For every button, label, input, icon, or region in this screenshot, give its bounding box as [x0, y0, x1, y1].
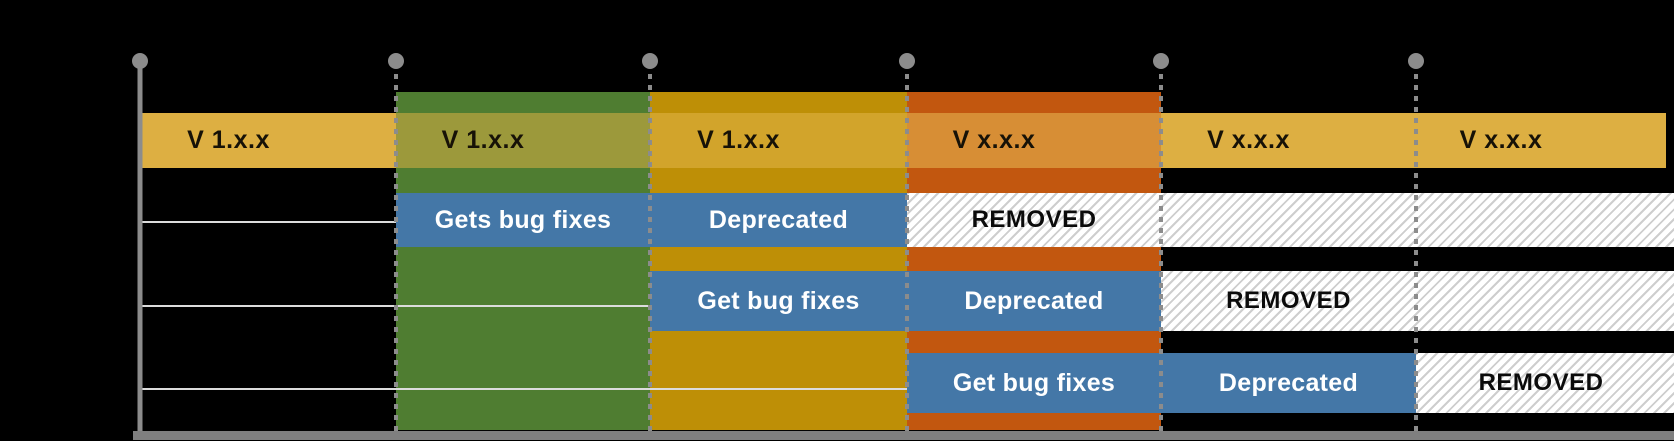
- milestone-2: [376, 53, 416, 441]
- milestone-dot: [132, 53, 148, 69]
- version-bar-segment-5: V x.x.x: [1161, 113, 1416, 168]
- status-bar-deprecated-row1: Deprecated: [650, 193, 907, 247]
- removed-label: REMOVED: [1478, 369, 1604, 396]
- status-label: Gets bug fixes: [434, 205, 612, 234]
- version-bar-segment-3: V 1.x.x: [650, 113, 907, 168]
- milestone-line: [394, 63, 398, 431]
- removed-region-row3: REMOVED: [1416, 353, 1674, 413]
- removed-label: REMOVED: [971, 206, 1097, 233]
- milestone-line: [905, 63, 909, 431]
- removed-label-zone: REMOVED: [1416, 353, 1666, 413]
- milestone-1: [120, 53, 160, 441]
- removed-region-row1: REMOVED: [907, 193, 1674, 247]
- version-label: V x.x.x: [1207, 126, 1290, 154]
- milestone-5: [1141, 53, 1181, 441]
- milestone-line: [648, 63, 652, 431]
- status-label: Deprecated: [708, 205, 849, 234]
- version-label: V x.x.x: [1459, 126, 1543, 154]
- milestone-4: [887, 53, 927, 441]
- milestone-dot: [642, 53, 658, 69]
- version-bar-segment-2: V 1.x.x: [396, 113, 650, 168]
- leader-line-row3: [140, 388, 907, 390]
- leader-line-row1: [140, 221, 396, 223]
- status-bar-deprecated-row2: Deprecated: [907, 271, 1161, 331]
- status-bar-get-bug-fixes-row2: Get bug fixes: [650, 271, 907, 331]
- status-label: Deprecated: [1218, 368, 1359, 397]
- milestone-3: [630, 53, 670, 441]
- removed-label-zone: REMOVED: [1161, 271, 1416, 331]
- milestone-6: [1396, 53, 1436, 441]
- status-bar-gets-bug-fixes-row1: Gets bug fixes: [396, 193, 650, 247]
- milestone-line: [137, 63, 143, 431]
- status-label: Get bug fixes: [697, 286, 860, 315]
- version-label: V x.x.x: [952, 126, 1036, 154]
- version-bar-segment-1: V 1.x.x: [141, 113, 396, 168]
- status-label: Deprecated: [964, 286, 1104, 315]
- removed-label-zone: REMOVED: [907, 193, 1161, 247]
- milestone-dot: [1153, 53, 1169, 69]
- version-label: V 1.x.x: [697, 126, 780, 154]
- timeline-axis: [133, 431, 1674, 440]
- status-bar-get-bug-fixes-row3: Get bug fixes: [907, 353, 1161, 413]
- version-label: V 1.x.x: [441, 126, 525, 154]
- version-bar-segment-4: V x.x.x: [907, 113, 1161, 168]
- milestone-line: [1159, 63, 1163, 431]
- status-bar-deprecated-row3: Deprecated: [1161, 353, 1416, 413]
- status-label: Get bug fixes: [952, 368, 1116, 397]
- milestone-dot: [899, 53, 915, 69]
- milestone-dot: [1408, 53, 1424, 69]
- version-bar-segment-6: V x.x.x: [1416, 113, 1666, 168]
- milestone-dot: [388, 53, 404, 69]
- removed-label: REMOVED: [1226, 287, 1351, 314]
- milestone-line: [1414, 63, 1418, 431]
- version-label: V 1.x.x: [187, 126, 270, 154]
